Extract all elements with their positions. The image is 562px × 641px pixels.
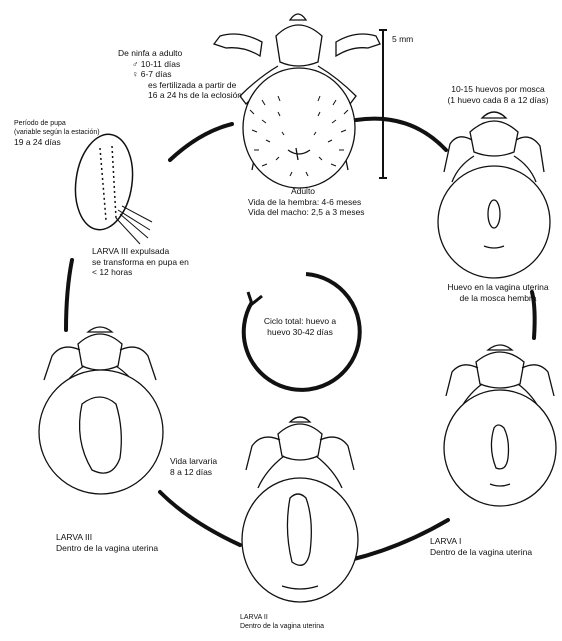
larva3-fly-illustration	[39, 327, 163, 494]
pupa-line1: Período de pupa	[14, 120, 100, 129]
larval-life-block: Vida larvaria 8 a 12 días	[170, 456, 217, 477]
pupa-line3: 19 a 24 días	[14, 137, 100, 148]
cycle-line1: Ciclo total: huevo a	[258, 316, 342, 327]
eggs-line2: (1 huevo cada 8 a 12 días)	[440, 95, 556, 106]
adult-female-life: Vida de la hembra: 4-6 meses	[248, 197, 358, 208]
pupa-line2: (variable según la estación)	[14, 129, 100, 138]
larva1-fly-illustration	[444, 345, 556, 506]
nymph-hours: 16 a 24 hs de la eclosión	[118, 90, 242, 101]
larva1-line1: LARVA I	[430, 536, 532, 547]
egg-vagina-line2: de la mosca hembra	[438, 293, 558, 304]
larva3-expelled-block: LARVA III expulsada se transforma en pup…	[92, 246, 189, 278]
larva3-line1: LARVA III	[56, 532, 158, 543]
cycle-block: Ciclo total: huevo a huevo 30-42 días	[258, 316, 342, 337]
larva1-block: LARVA I Dentro de la vagina uterina	[430, 536, 532, 557]
arrow-pupa-to-adult	[170, 124, 232, 160]
larva1-line2: Dentro de la vagina uterina	[430, 547, 532, 558]
larva2-line1: LARVA II	[240, 614, 324, 623]
larva3-expelled-line1: LARVA III expulsada	[92, 246, 189, 257]
larva3-line2: Dentro de la vagina uterina	[56, 543, 158, 554]
larva3-expelled-line2: se transforma en pupa en	[92, 257, 189, 268]
eggs-line1: 10-15 huevos por mosca	[440, 84, 556, 95]
larva2-fly-illustration	[242, 417, 358, 602]
nymph-fertilized: es fertilizada a partir de	[118, 80, 242, 91]
pupa-block: Período de pupa (variable según la estac…	[14, 120, 100, 148]
scale-bar	[379, 30, 387, 178]
adult-male-life: Vida del macho: 2,5 a 3 meses	[248, 207, 358, 218]
larva2-line2: Dentro de la vagina uterina	[240, 623, 324, 632]
cycle-line2: huevo 30-42 días	[258, 327, 342, 338]
arrow-larva3-to-pupa	[66, 260, 72, 330]
larval-life-line2: 8 a 12 días	[170, 467, 217, 478]
larva2-block: LARVA II Dentro de la vagina uterina	[240, 614, 324, 631]
egg-vagina-block: Huevo en la vagina uterina de la mosca h…	[438, 282, 558, 303]
scale-label: 5 mm	[392, 34, 413, 45]
larval-life-line1: Vida larvaria	[170, 456, 217, 467]
larva3-expelled-line3: < 12 horas	[92, 267, 189, 278]
adult-label-block: Adulto Vida de la hembra: 4-6 meses Vida…	[248, 186, 358, 218]
nymph-to-adult-block: De ninfa a adulto ♂ 10-11 días ♀ 6-7 día…	[118, 48, 242, 101]
adult-fly-illustration	[214, 14, 380, 188]
nymph-male: ♂ 10-11 días	[118, 59, 242, 70]
larva3-block: LARVA III Dentro de la vagina uterina	[56, 532, 158, 553]
egg-vagina-line1: Huevo en la vagina uterina	[438, 282, 558, 293]
nymph-title: De ninfa a adulto	[118, 48, 242, 59]
adult-title: Adulto	[248, 186, 358, 197]
nymph-female: ♀ 6-7 días	[118, 69, 242, 80]
eggs-block: 10-15 huevos por mosca (1 huevo cada 8 a…	[440, 84, 556, 105]
arrow-larva2-to-larva3	[160, 492, 240, 545]
arrow-adult-to-eggs	[356, 119, 446, 150]
egg-fly-illustration	[438, 112, 550, 278]
